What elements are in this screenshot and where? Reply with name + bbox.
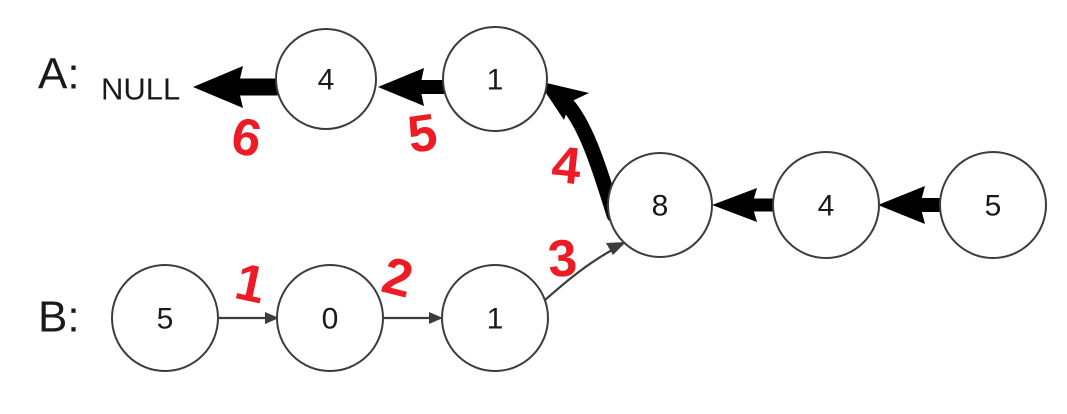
list-b-label: B:: [38, 293, 80, 342]
arrow-b2-to-b3: [383, 312, 443, 324]
node-b-2-value: 1: [487, 303, 504, 336]
arrow-a4-to-a3: [712, 188, 779, 222]
node-a-1-value: 1: [487, 64, 504, 97]
arrow-a2-to-a1: [378, 68, 451, 106]
node-a-4-value: 5: [985, 190, 1002, 223]
arrow-a1-to-null: [193, 66, 285, 108]
list-a-null-terminator: NULL: [101, 72, 180, 107]
node-b-1[interactable]: 0: [276, 264, 384, 372]
node-a-4[interactable]: 5: [939, 151, 1047, 259]
node-a-3-value: 4: [818, 190, 835, 223]
node-b-0-value: 5: [157, 303, 174, 336]
annotation-step-3: 3: [546, 229, 579, 289]
node-a-1[interactable]: 1: [442, 26, 548, 132]
node-b-0[interactable]: 5: [111, 264, 219, 372]
node-a-3[interactable]: 4: [772, 151, 880, 259]
node-a-2[interactable]: 8: [607, 152, 713, 258]
annotation-step-4: 4: [549, 135, 584, 197]
node-a-0[interactable]: 4: [275, 28, 377, 130]
node-a-2-value: 8: [652, 190, 669, 223]
list-a-label: A:: [38, 50, 80, 99]
arrow-b1-to-b2: [219, 312, 279, 324]
node-b-2[interactable]: 1: [441, 264, 549, 372]
arrow-b3-to-node8: [544, 242, 626, 301]
arrow-a5-to-a4: [878, 186, 947, 224]
node-a-0-value: 4: [318, 64, 335, 97]
node-b-1-value: 0: [322, 303, 339, 336]
